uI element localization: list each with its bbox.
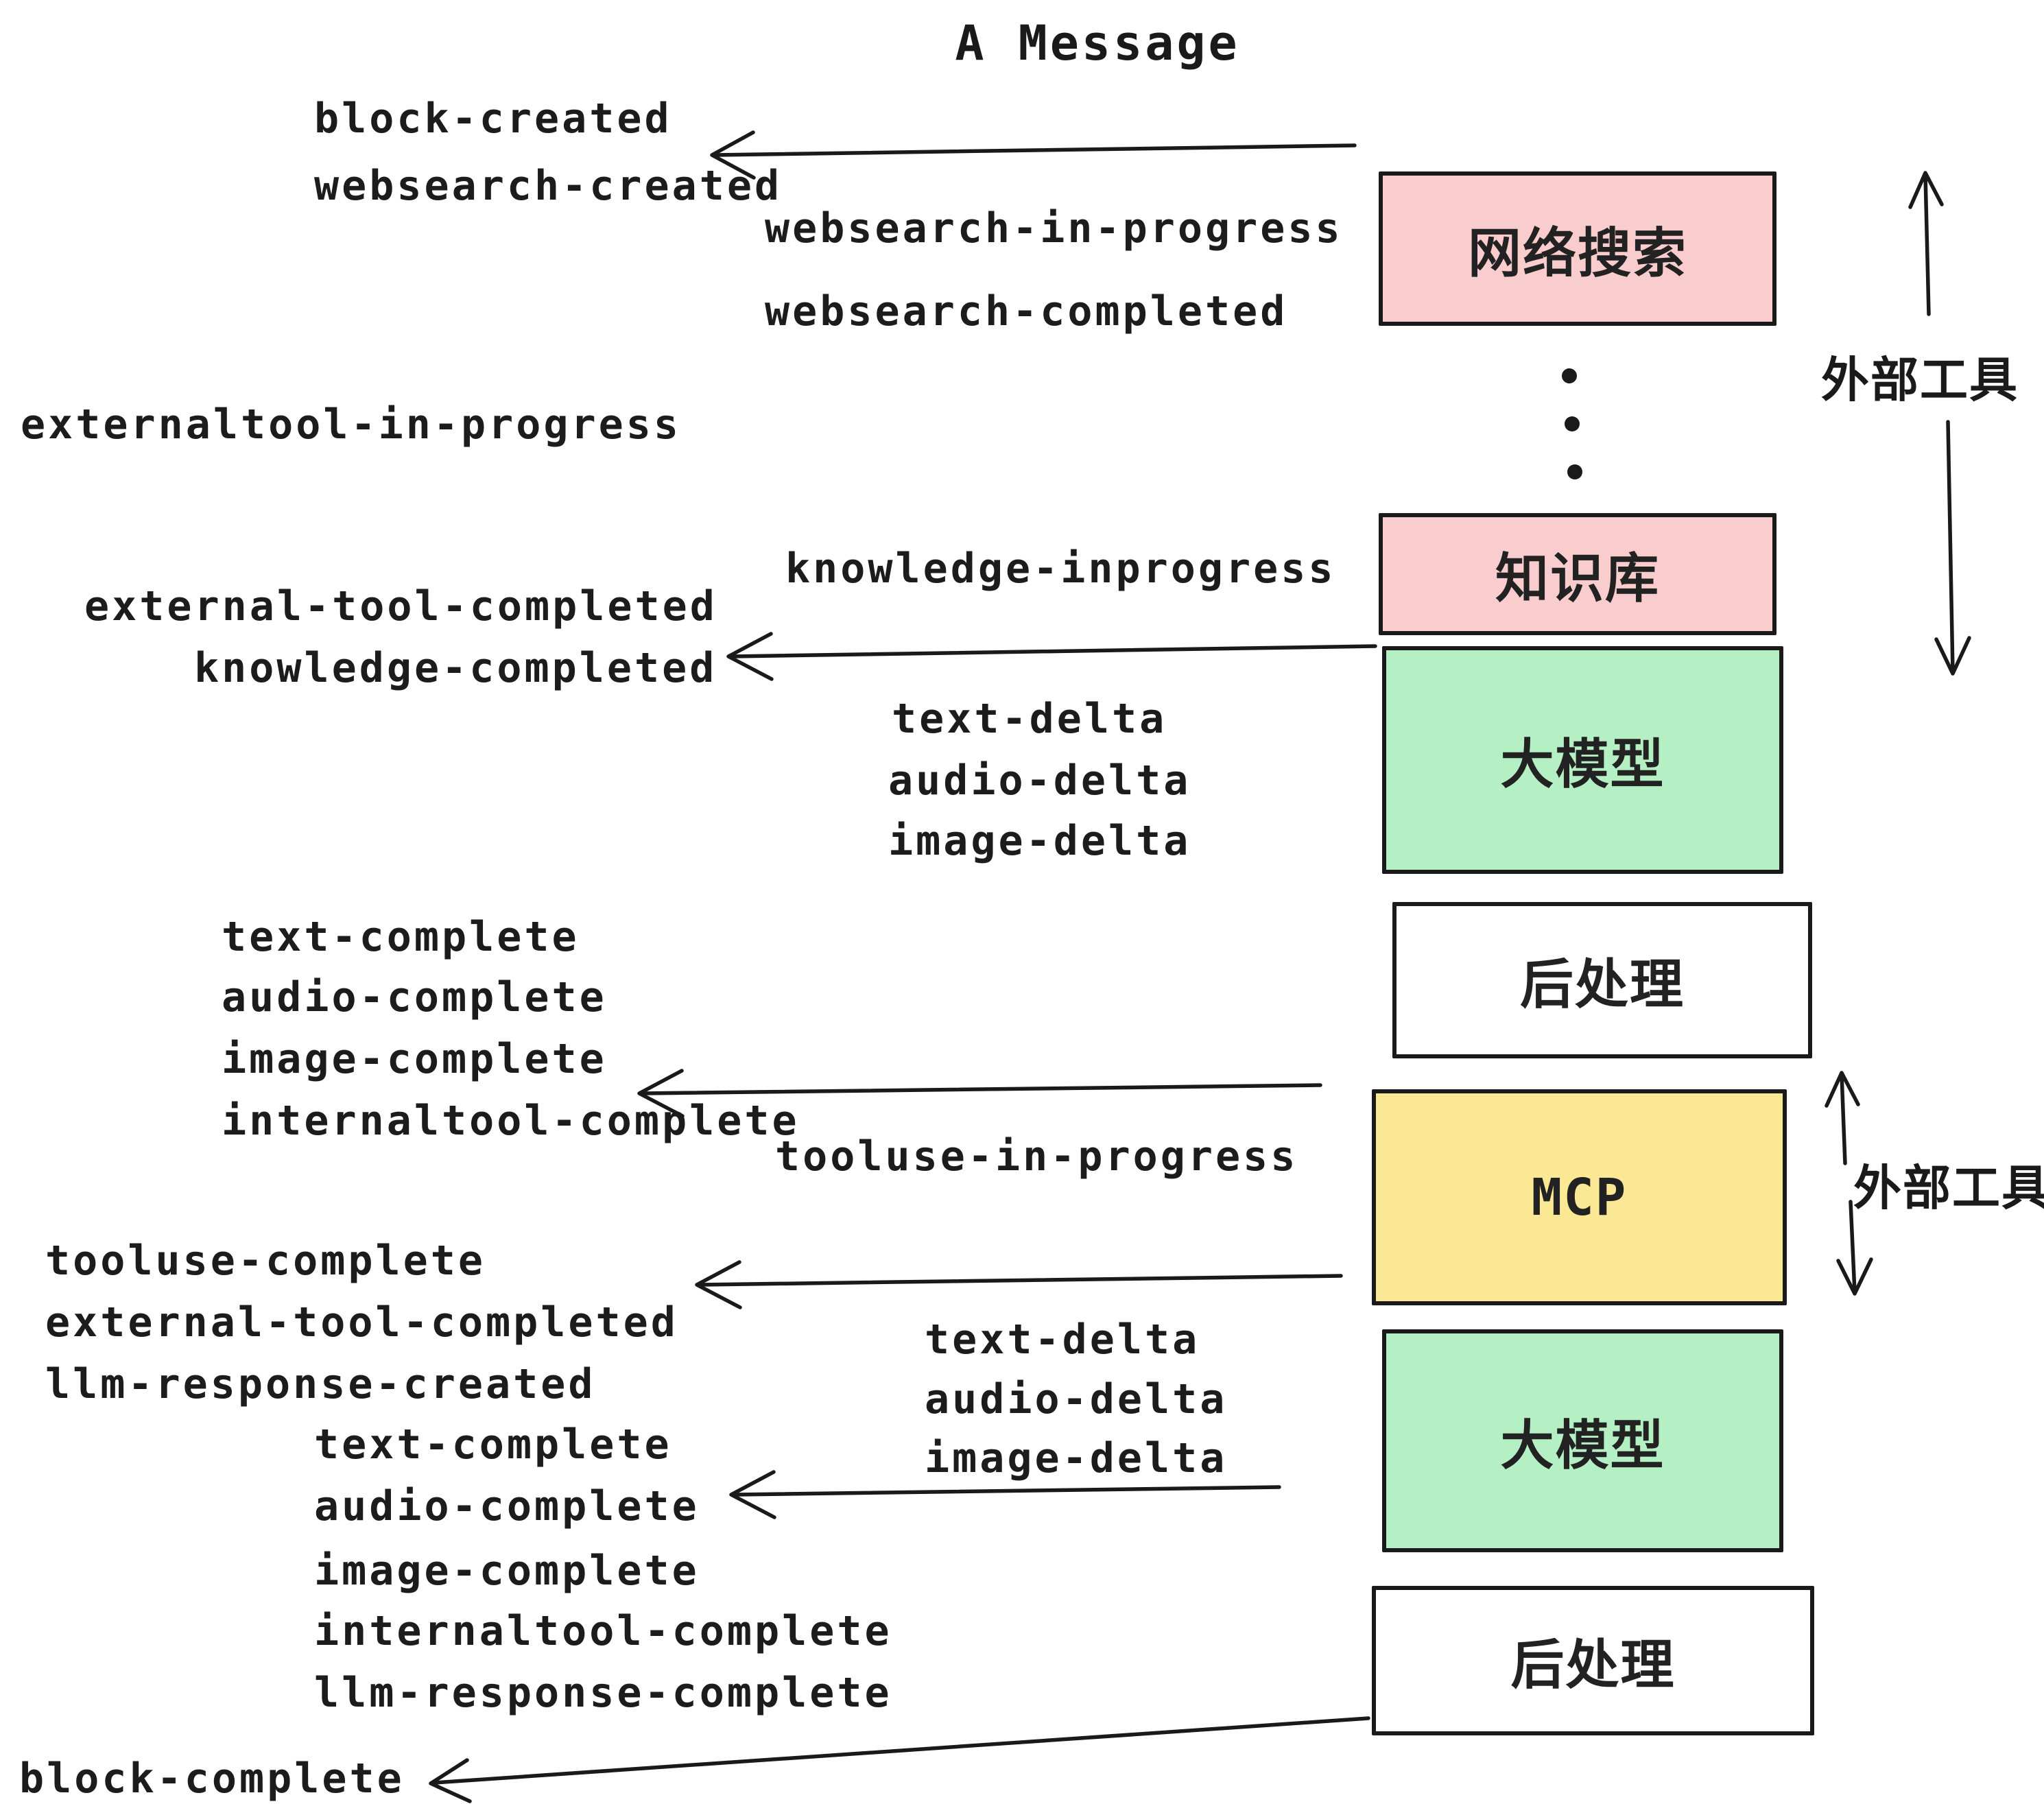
- event-label-websearch-completed: websearch-completed: [765, 287, 1288, 335]
- box-llm-1-label: 大模型: [1500, 734, 1665, 796]
- event-label-externaltool-in-progress: externaltool-in-progress: [21, 401, 681, 449]
- event-label-knowledge-completed: knowledge-completed: [194, 644, 717, 692]
- event-label-block-created: block-created: [314, 95, 672, 143]
- event-label-text-delta-1: text-delta: [892, 695, 1167, 743]
- box-llm-2-label: 大模型: [1500, 1414, 1665, 1477]
- arrow-to-external-tool-completed: [695, 1260, 1343, 1309]
- box-postprocess-2: 后处理: [1372, 1586, 1814, 1735]
- box-llm-1: 大模型: [1382, 646, 1783, 874]
- event-label-image-delta-2: image-delta: [925, 1434, 1228, 1482]
- event-label-image-complete-2: image-complete: [314, 1547, 700, 1595]
- event-label-websearch-in-progress: websearch-in-progress: [765, 204, 1343, 252]
- box-mcp: MCP: [1372, 1089, 1787, 1305]
- box-websearch-label: 网络搜索: [1467, 222, 1687, 285]
- external-tools-top-label: 外部工具: [1821, 352, 2019, 408]
- box-postprocess-2-label: 后处理: [1510, 1635, 1676, 1696]
- box-postprocess-1-label: 后处理: [1519, 954, 1685, 1016]
- external-tools-mcp-label: 外部工具: [1853, 1160, 2044, 1216]
- event-label-external-tool-completed-1: external-tool-completed: [84, 582, 717, 630]
- arrow-to-block-created: [710, 130, 1357, 180]
- event-label-llm-response-complete: llm-response-complete: [314, 1669, 892, 1717]
- event-label-tooluse-in-progress: tooluse-in-progress: [775, 1132, 1298, 1180]
- event-label-audio-complete-2: audio-complete: [314, 1482, 700, 1530]
- event-label-websearch-created: websearch-created: [314, 162, 783, 210]
- event-label-audio-complete-1: audio-complete: [222, 973, 607, 1021]
- event-label-text-delta-2: text-delta: [925, 1316, 1200, 1364]
- event-label-audio-delta-2: audio-delta: [925, 1375, 1228, 1423]
- box-mcp-label: MCP: [1531, 1167, 1628, 1227]
- event-label-external-tool-completed-2: external-tool-completed: [45, 1298, 678, 1346]
- box-websearch: 网络搜索: [1379, 171, 1776, 326]
- arrow-to-block-complete: [429, 1716, 1370, 1803]
- event-label-internaltool-complete-2: internaltool-complete: [314, 1607, 892, 1655]
- event-label-text-complete-2: text-complete: [314, 1421, 672, 1469]
- box-postprocess-1: 后处理: [1392, 902, 1812, 1058]
- box-llm-2: 大模型: [1382, 1329, 1783, 1552]
- event-label-audio-delta-1: audio-delta: [888, 757, 1191, 805]
- external-tools-top-up-arrow-icon: [1908, 171, 1944, 316]
- box-knowledge-base-label: 知识库: [1495, 548, 1660, 610]
- event-label-text-complete-1: text-complete: [222, 913, 580, 961]
- box-knowledge-base: 知识库: [1379, 513, 1776, 635]
- event-label-image-delta-1: image-delta: [888, 817, 1191, 865]
- external-tools-top-down-arrow-icon: [1934, 420, 1971, 676]
- arrow-to-knowledge-completed: [726, 632, 1377, 681]
- diagram-title: A Message: [955, 15, 1240, 71]
- event-label-tooluse-complete: tooluse-complete: [45, 1237, 486, 1285]
- event-label-internaltool-complete-1: internaltool-complete: [222, 1097, 800, 1145]
- event-label-knowledge-inprogress: knowledge-inprogress: [785, 545, 1336, 593]
- event-label-block-complete: block-complete: [19, 1755, 405, 1803]
- vertical-ellipsis-icon: [1562, 368, 1582, 479]
- event-label-image-complete-1: image-complete: [222, 1035, 607, 1083]
- event-label-llm-response-created: llm-response-created: [45, 1360, 596, 1408]
